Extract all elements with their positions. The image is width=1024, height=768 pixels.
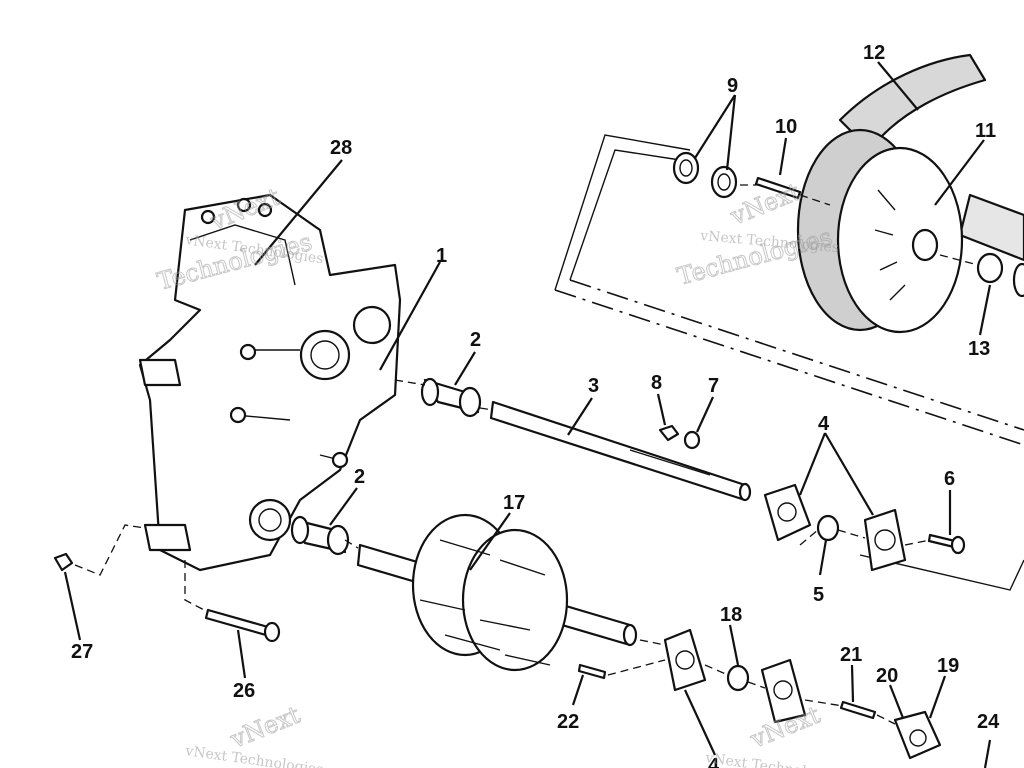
- callout-2-lower: 2: [354, 466, 365, 488]
- drive-pulley: [796, 128, 964, 334]
- callout-8: 8: [651, 372, 662, 394]
- nut-and-washer: [658, 424, 701, 450]
- callout-18: 18: [720, 604, 742, 626]
- callout-4-upper: 4: [818, 413, 830, 435]
- callout-17: 17: [503, 492, 525, 514]
- bearing-flanges-lower: [663, 628, 807, 724]
- callout-13: 13: [968, 338, 990, 360]
- callout-7: 7: [708, 375, 719, 397]
- callout-28: 28: [330, 137, 352, 159]
- callout-9: 9: [727, 75, 738, 97]
- callout-6: 6: [944, 468, 955, 490]
- roll-pin: [839, 700, 877, 720]
- hex-nut: [53, 552, 74, 572]
- callout-3: 3: [588, 375, 599, 397]
- end-flange: [893, 710, 942, 760]
- auger-impeller: [356, 513, 638, 672]
- watermark-text-4: vNext Technologies: [703, 750, 844, 768]
- leader-lines: [63, 61, 992, 768]
- collar-bushing: [816, 514, 840, 542]
- washers: [672, 151, 738, 199]
- long-bolt: [204, 608, 281, 643]
- callout-2-upper: 2: [470, 329, 481, 351]
- assembly-lines: [74, 184, 979, 725]
- cap-screw: [577, 663, 607, 680]
- callout-19: 19: [937, 655, 959, 677]
- callout-22: 22: [557, 711, 579, 733]
- callout-26: 26: [233, 680, 255, 702]
- woodruff-key: [754, 176, 802, 200]
- gear-case-housing: [138, 193, 402, 572]
- callout-27: 27: [71, 641, 93, 663]
- callout-labels: 1 2 2 3 8 7 4 5 6 9 10 11 12 13 17 18 19…: [71, 42, 1000, 768]
- watermark-big-5: vNext: [226, 701, 304, 754]
- pulley-spacer: [976, 252, 1024, 298]
- callout-5: 5: [813, 584, 824, 606]
- bearing-flanges-upper: [763, 483, 907, 572]
- drive-shaft: [489, 400, 752, 502]
- belt-guard-frame: [554, 134, 1024, 591]
- callout-1: 1: [436, 245, 447, 267]
- callout-24: 24: [977, 711, 1000, 733]
- callout-20: 20: [876, 665, 898, 687]
- hex-bolt: [927, 533, 966, 555]
- callout-10: 10: [775, 116, 797, 138]
- callout-4-lower: 4: [708, 755, 720, 768]
- callout-12: 12: [863, 42, 885, 64]
- callout-11: 11: [975, 120, 996, 142]
- bearings: [290, 377, 482, 556]
- callout-21: 21: [840, 644, 862, 666]
